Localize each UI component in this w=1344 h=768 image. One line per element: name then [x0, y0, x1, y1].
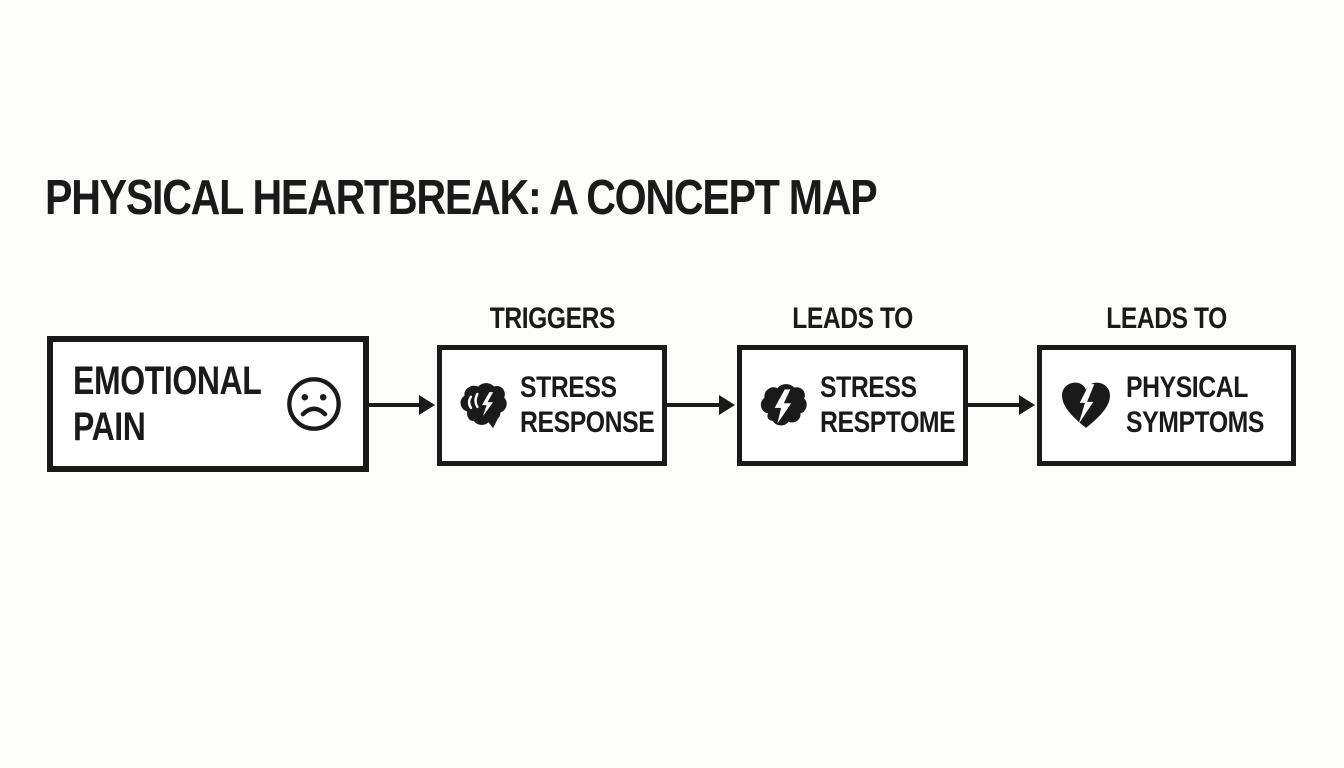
broken-heart-icon [1058, 381, 1114, 431]
brain-lightning-icon [756, 382, 808, 430]
edge-label-leads-to: LEADS TO [1106, 302, 1227, 335]
brain-icon [456, 382, 508, 430]
sad-face-icon [285, 375, 343, 433]
arrow-right-icon [369, 394, 435, 416]
node-label: STRESS RESPTOME [820, 371, 956, 439]
node-physical-symptoms: PHYSICAL SYMPTOMS [1037, 345, 1296, 466]
node-emotional-pain: EMOTIONAL PAIN [47, 336, 369, 472]
node-stress-resptome: STRESS RESPTOME [737, 345, 968, 466]
arrow-right-icon [667, 394, 735, 416]
node-label: STRESS RESPONSE [520, 371, 655, 439]
edge-label-leads-to: LEADS TO [792, 302, 913, 335]
node-label: PHYSICAL SYMPTOMS [1126, 371, 1265, 439]
node-label: EMOTIONAL PAIN [73, 358, 261, 449]
node-stress-response: STRESS RESPONSE [437, 345, 667, 466]
edge-label-triggers: TRIGGERS [489, 302, 615, 335]
arrow-right-icon [968, 394, 1035, 416]
page-title: PHYSICAL HEARTBREAK: A CONCEPT MAP [45, 171, 878, 225]
